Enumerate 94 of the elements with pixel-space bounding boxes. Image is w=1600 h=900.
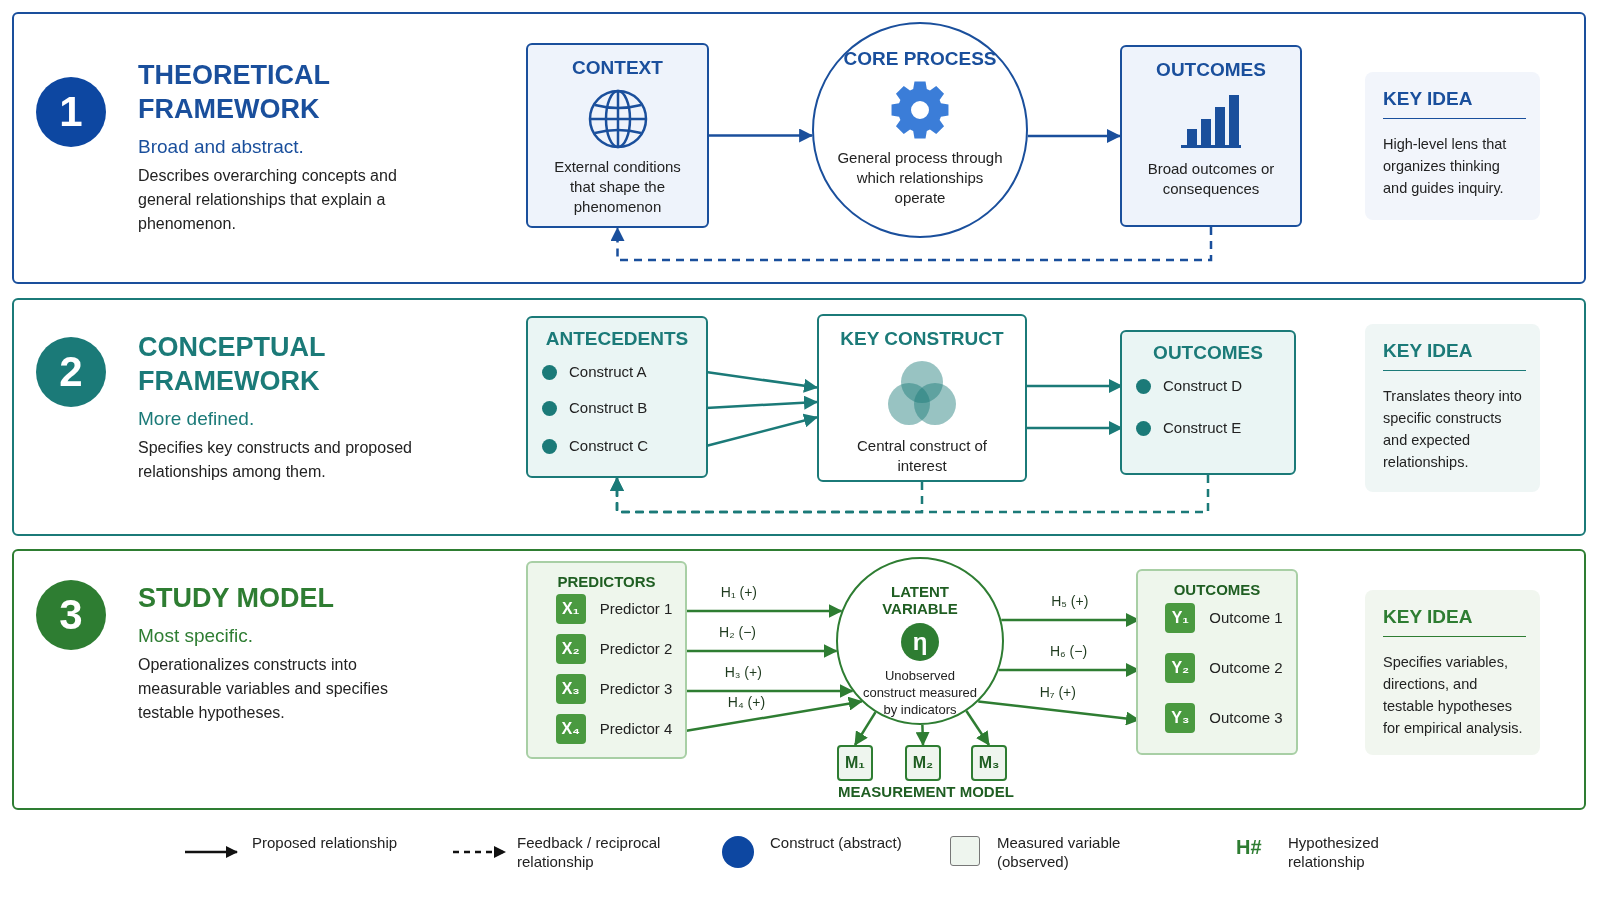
indicator-label: M₃: [978, 754, 1000, 772]
arrow: [1027, 379, 1123, 393]
variable-name: Outcome 3: [1209, 709, 1283, 726]
legend-text: Feedback / reciprocal relationship: [517, 833, 662, 871]
band-panel: [12, 549, 1586, 810]
section-description: Operationalizes constructs into measurable variables and specifies testable hypotheses.: [138, 655, 389, 723]
group-title: OUTCOMES: [1172, 581, 1262, 598]
section-description: Specifies key constructs and proposed relationships among them.: [138, 438, 413, 482]
section-heading: CONCEPTUAL FRAMEWORK: [138, 331, 326, 398]
variable-badge: X₄: [555, 714, 586, 744]
symbol-badge: η: [901, 623, 939, 661]
step-number: 2: [59, 348, 83, 396]
step-number: 1: [59, 88, 83, 136]
section-label: MEASUREMENT MODEL: [838, 782, 1014, 801]
group-title: OUTCOMES: [1152, 342, 1264, 364]
arrow: [705, 413, 818, 448]
box-description: Unobserved construct measured by indicators: [861, 667, 979, 718]
list-text: Construct E: [1163, 418, 1242, 438]
band-panel: [12, 298, 1586, 536]
card-text: Translates theory into specific constructs and expected relationships.: [1383, 387, 1523, 472]
group-box: [526, 316, 708, 478]
list-text: Construct C: [569, 436, 649, 456]
section-subtitle: More defined.: [138, 408, 256, 430]
box-description: Central construct of interest: [855, 436, 989, 476]
variable-name: Outcome 2: [1209, 659, 1283, 676]
variable-badge: X₂: [555, 634, 586, 664]
group-title: ANTECEDENTS: [544, 328, 690, 350]
dashed-arrow: [610, 227, 1213, 262]
symbol-label: H#: [1236, 838, 1262, 857]
box-description: Broad outcomes or consequences: [1146, 159, 1276, 199]
indicator-label: M₂: [912, 754, 934, 772]
section-subtitle: Broad and abstract.: [138, 136, 305, 158]
list-text: Construct B: [569, 398, 648, 418]
card-text: Specifies variables, directions, and testable hypotheses for empirical analysis.: [1383, 653, 1524, 738]
arrow: [684, 696, 863, 733]
dashed-arrow: [610, 475, 1210, 514]
variable-badge: X₁: [555, 594, 586, 624]
arrow: [705, 370, 818, 393]
box-title: OUTCOMES: [1156, 59, 1266, 81]
key-idea-card: [1365, 324, 1540, 492]
box-title: LATENT VARIABLE: [881, 583, 959, 617]
concept-box: [817, 314, 1027, 482]
variable-badge: Y₂: [1165, 653, 1196, 683]
box-description: General process through which relationships operate: [836, 148, 1004, 208]
indicator-label: M₁: [845, 754, 865, 772]
group-box: [1120, 330, 1296, 475]
card-title: KEY IDEA: [1383, 88, 1474, 110]
group-box: [526, 561, 687, 759]
arrow: [1027, 129, 1121, 143]
key-idea-card: [1365, 72, 1540, 220]
list-text: Construct D: [1163, 376, 1243, 396]
card-text: High-level lens that organizes thinking and guides inquiry.: [1383, 135, 1508, 198]
band-panel: [12, 12, 1586, 284]
legend-text: Measured variable (observed): [997, 833, 1122, 871]
card-title: KEY IDEA: [1383, 340, 1474, 362]
arrow: [685, 644, 838, 658]
arrow: [915, 724, 930, 746]
variable-badge: Y₁: [1165, 603, 1196, 633]
indicator-box: [837, 745, 873, 781]
arrow: [853, 711, 877, 746]
box-title: CORE PROCESS: [843, 48, 997, 70]
arrow: [709, 128, 814, 143]
arrow: [965, 710, 991, 746]
box-title: CONTEXT: [572, 57, 663, 79]
legend-text: Hypothesized relationship: [1288, 833, 1380, 871]
variable-name: Predictor 1: [599, 600, 673, 617]
variable-badge: Y₃: [1165, 703, 1196, 733]
section-heading: THEORETICAL FRAMEWORK: [138, 59, 331, 126]
card-title: KEY IDEA: [1383, 606, 1474, 628]
arrow: [705, 395, 818, 410]
box-description: External conditions that shape the phenomenon: [553, 157, 682, 217]
step-number: 3: [59, 591, 83, 639]
section-heading: STUDY MODEL: [138, 582, 335, 615]
key-idea-card: [1365, 590, 1540, 755]
list-text: Construct A: [569, 362, 647, 382]
arrow: [685, 684, 854, 698]
indicator-box: [905, 745, 941, 781]
arrow: [1027, 421, 1123, 435]
indicator-box: [971, 745, 1007, 781]
section-description: Describes overarching concepts and general relationships that explain a phenomenon.: [138, 166, 398, 234]
arrow: [685, 604, 843, 618]
group-title: PREDICTORS: [556, 573, 657, 590]
concept-box: [1120, 45, 1302, 227]
legend-text: Construct (abstract): [770, 833, 903, 852]
variable-name: Predictor 4: [599, 720, 673, 737]
section-subtitle: Most specific.: [138, 625, 255, 647]
group-box: [1136, 569, 1298, 755]
variable-name: Predictor 3: [599, 680, 673, 697]
variable-badge: X₃: [555, 674, 586, 704]
variable-name: Predictor 2: [599, 640, 673, 657]
legend-text: Proposed relationship: [252, 833, 399, 852]
variable-name: Outcome 1: [1209, 609, 1283, 626]
box-title: KEY CONSTRUCT: [840, 328, 1004, 350]
concept-box: [526, 43, 709, 228]
